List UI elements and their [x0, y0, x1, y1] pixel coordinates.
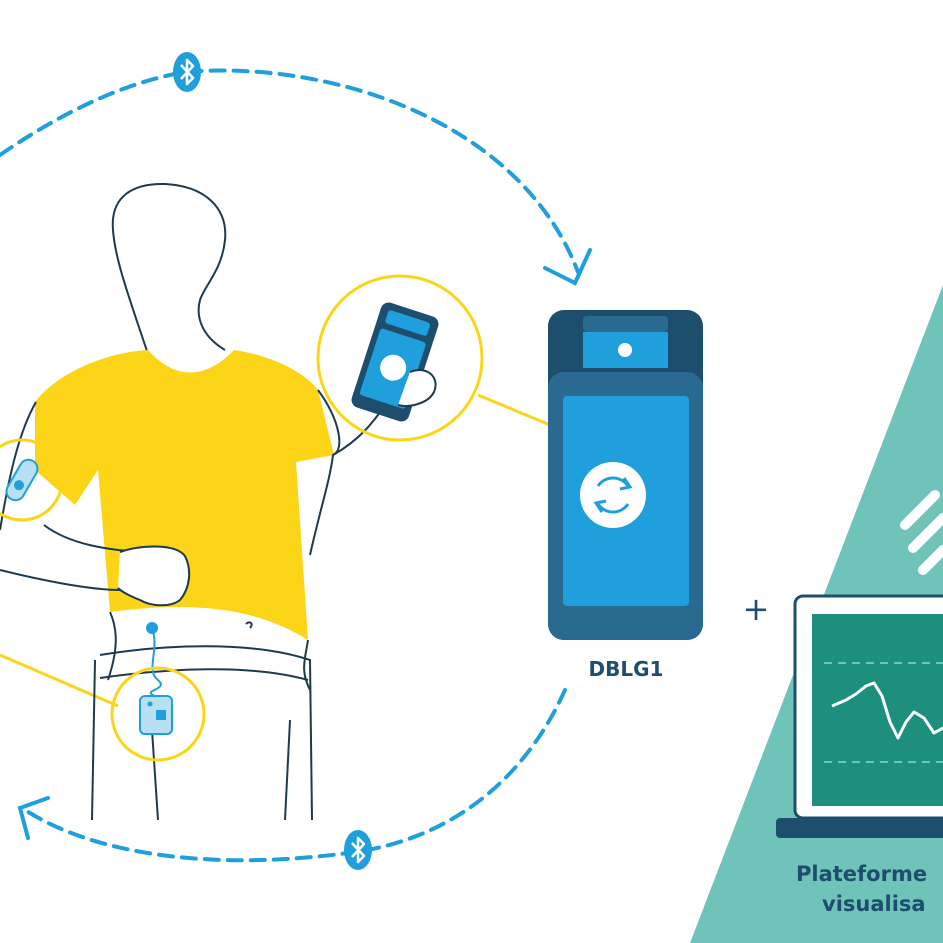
infusion-site — [146, 622, 158, 634]
arrow-to-pump — [17, 796, 50, 840]
callout-line-pump — [0, 653, 119, 708]
platform-label-line2: visualisa — [822, 892, 926, 916]
platform-logo-stripes — [900, 490, 943, 575]
pants — [91, 645, 313, 821]
yellow-shirt — [35, 350, 334, 640]
head — [111, 182, 227, 361]
glucose-sensor-icon — [5, 458, 39, 502]
bluetooth-icon — [344, 830, 372, 870]
dblg1-device — [548, 310, 703, 640]
bluetooth-link-top — [0, 68, 580, 274]
pump-callout — [110, 666, 206, 762]
platform-label-line1: Plateforme — [796, 862, 927, 886]
glucose-trend-line — [831, 681, 943, 740]
plus-sign: + — [743, 590, 770, 628]
bluetooth-icon — [173, 52, 201, 92]
left-arm — [0, 401, 37, 531]
sync-icon — [580, 462, 646, 528]
right-arm — [309, 389, 341, 556]
device-label: DBLG1 — [589, 657, 664, 681]
phone-callout — [316, 274, 484, 442]
callout-line-phone — [477, 393, 551, 427]
handheld-phone — [351, 302, 439, 422]
sync-icon — [380, 354, 407, 381]
arrow-to-device — [543, 248, 592, 286]
patient-figure — [0, 182, 386, 821]
hand-on-belly — [117, 545, 191, 607]
bluetooth-link-bottom — [20, 688, 567, 863]
sensor-callout — [0, 438, 64, 522]
laptop — [776, 594, 943, 838]
